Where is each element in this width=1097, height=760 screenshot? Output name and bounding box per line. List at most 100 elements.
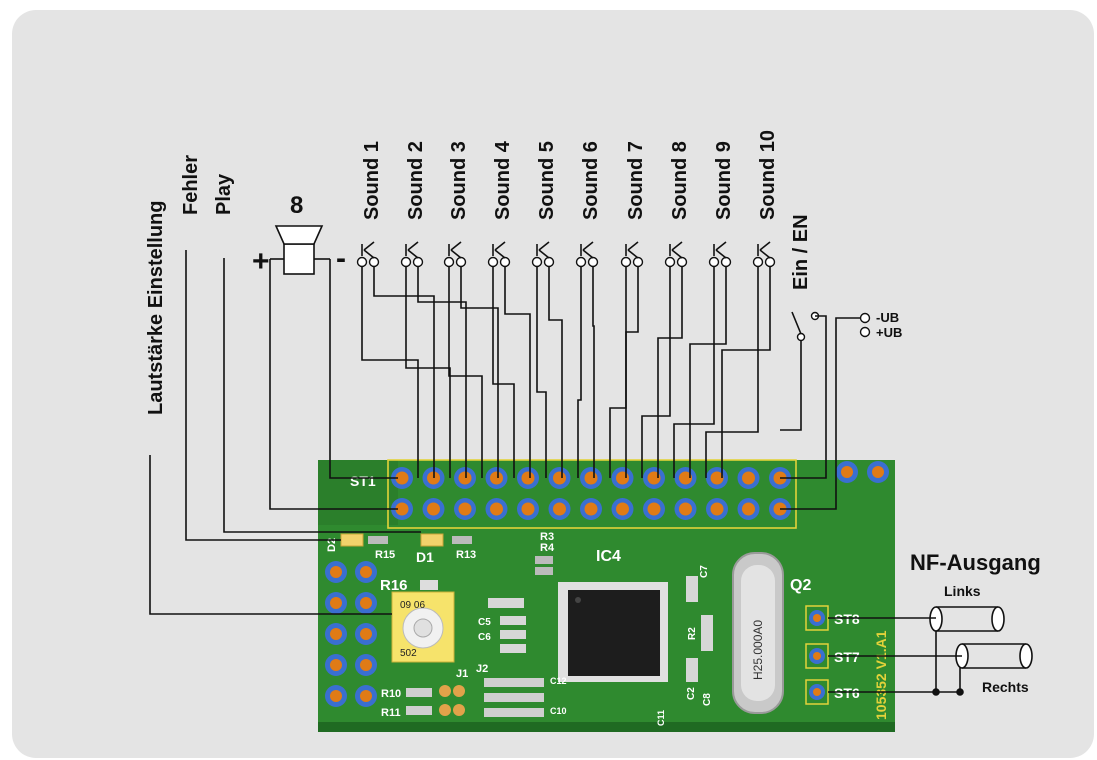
potentiometer-r16 bbox=[391, 591, 455, 663]
sound-button-10-icon bbox=[752, 241, 776, 268]
header-pin bbox=[548, 498, 571, 520]
sound-button-2-icon bbox=[400, 241, 424, 268]
resistor-r11 bbox=[406, 706, 432, 715]
sound-label-8: Sound 8 bbox=[669, 141, 691, 220]
sound-label-6: Sound 6 bbox=[580, 141, 602, 220]
ic4-chip bbox=[558, 582, 668, 682]
sound-button-6-icon bbox=[575, 241, 599, 268]
header-pin bbox=[485, 498, 508, 520]
pcb-q2: Q2 bbox=[790, 577, 811, 594]
led-d2 bbox=[340, 533, 364, 547]
edge-pin bbox=[325, 654, 347, 676]
header-pin bbox=[454, 498, 476, 520]
sound-button-9-icon bbox=[708, 241, 732, 268]
sound-button-5-icon bbox=[531, 241, 555, 268]
header-pin bbox=[422, 498, 445, 520]
sound-label-2: Sound 2 bbox=[405, 141, 427, 220]
pcb-st6: ST6 bbox=[834, 685, 860, 701]
left-wires bbox=[149, 250, 421, 615]
resistor-r4 bbox=[535, 567, 553, 575]
resistor-r3 bbox=[535, 556, 553, 564]
speaker-minus: - bbox=[336, 242, 346, 275]
sound-label-9: Sound 9 bbox=[713, 141, 735, 220]
header-pin bbox=[454, 467, 476, 489]
power-terminals-icon bbox=[859, 312, 871, 338]
edge-pin bbox=[355, 685, 377, 707]
label-right: Rechts bbox=[982, 679, 1029, 695]
pot-contact bbox=[420, 580, 438, 590]
pcb-j2: J2 bbox=[476, 663, 488, 675]
enable-switch-icon bbox=[791, 311, 820, 342]
header-pin bbox=[643, 498, 665, 520]
output-terminals bbox=[805, 605, 829, 705]
header-pin bbox=[737, 467, 760, 489]
power-wires bbox=[780, 315, 860, 510]
pcb-c5: C5 bbox=[478, 617, 491, 628]
sound-label-5: Sound 5 bbox=[536, 141, 558, 220]
sound-label-3: Sound 3 bbox=[448, 141, 470, 220]
pcb-c11: C11 bbox=[656, 710, 666, 726]
pcb-r2: R2 bbox=[687, 627, 698, 640]
sound-label-7: Sound 7 bbox=[625, 141, 647, 220]
header-pin bbox=[485, 467, 508, 489]
pin-header-outline bbox=[387, 459, 797, 529]
resistor-r10 bbox=[406, 688, 432, 697]
label-nf-out: NF-Ausgang bbox=[910, 550, 1041, 575]
pot-top-text: 09 06 bbox=[400, 600, 425, 611]
speaker-plus: + bbox=[252, 245, 270, 278]
resistor-r13 bbox=[452, 536, 472, 544]
sound-button-8-icon bbox=[664, 241, 688, 268]
cable-right-icon bbox=[955, 643, 1033, 669]
header-pin bbox=[391, 498, 413, 520]
header-pin bbox=[580, 498, 602, 520]
pcb-r4: R4 bbox=[540, 542, 555, 554]
header-pin bbox=[674, 498, 697, 520]
crystal-text: H25.000A0 bbox=[751, 620, 765, 680]
speaker-ohm: 8 bbox=[290, 192, 303, 219]
edge-pin bbox=[355, 654, 377, 676]
cap-c7 bbox=[686, 576, 698, 602]
pcb-st1: ST1 bbox=[350, 473, 376, 489]
crystal-q2 bbox=[732, 552, 784, 714]
header-pin bbox=[611, 498, 634, 520]
speaker-icon bbox=[274, 225, 324, 275]
edge-pin bbox=[355, 592, 377, 614]
header-pin bbox=[517, 498, 539, 520]
header-pin bbox=[643, 467, 665, 489]
pcb-c12: C12 bbox=[550, 676, 567, 686]
edge-pin bbox=[325, 623, 347, 645]
mount-pins bbox=[836, 461, 889, 483]
header-pin bbox=[580, 467, 602, 489]
header-pin bbox=[706, 467, 728, 489]
pcb-j1: J1 bbox=[456, 668, 468, 680]
pcb-r16: R16 bbox=[380, 577, 408, 594]
label-volume: Lautstärke Einstellung bbox=[145, 201, 167, 416]
resistor-r15 bbox=[368, 536, 388, 544]
pcb-r11: R11 bbox=[381, 707, 401, 719]
pcb-r13: R13 bbox=[456, 549, 476, 561]
label-enable: Ein / EN bbox=[790, 214, 812, 290]
sound-button-7-icon bbox=[620, 241, 644, 268]
header-pin bbox=[517, 467, 539, 489]
pcb-c2: C2 bbox=[686, 687, 697, 700]
pcb-c8: C8 bbox=[702, 693, 713, 706]
bottom-resistor-array bbox=[484, 678, 544, 717]
label-play: Play bbox=[213, 173, 235, 215]
label-error: Fehler bbox=[180, 155, 202, 215]
pcb-ic4: IC4 bbox=[596, 548, 621, 565]
header-pin bbox=[611, 467, 634, 489]
pcb-c7: C7 bbox=[699, 565, 710, 578]
label-left: Links bbox=[944, 583, 981, 599]
led-d1 bbox=[420, 533, 444, 547]
edge-pin bbox=[325, 685, 347, 707]
header-pin bbox=[737, 498, 760, 520]
pcb-version: 105352 V1.A1 bbox=[873, 630, 889, 720]
header-pin bbox=[391, 467, 413, 489]
sound-button-4-icon bbox=[487, 241, 511, 268]
pcb-st8: ST8 bbox=[834, 611, 860, 627]
sound-wires bbox=[361, 267, 771, 478]
pot-bottom-text: 502 bbox=[400, 648, 417, 659]
edge-pin bbox=[355, 561, 377, 583]
pcb-d1: D1 bbox=[416, 549, 434, 565]
